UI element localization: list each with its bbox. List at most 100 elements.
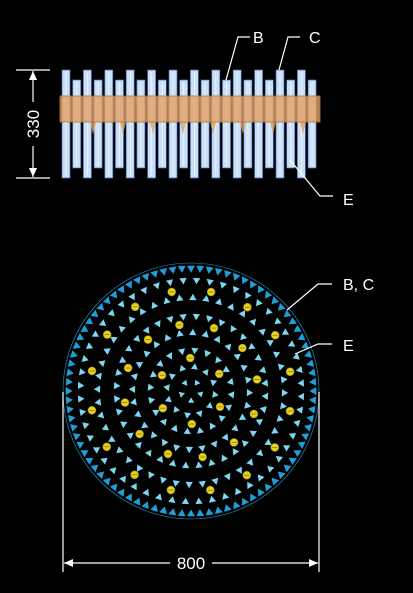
element-triangle (202, 295, 210, 302)
element-triangle (224, 404, 233, 412)
element-triangle (86, 435, 95, 442)
element-triangle (257, 474, 265, 482)
element-triangle (240, 333, 248, 341)
element-triangle (150, 431, 158, 439)
element-triangle (172, 480, 180, 487)
side-view (59, 69, 321, 179)
element-triangle (288, 457, 297, 465)
side-cone (150, 122, 156, 134)
element-triangle (196, 509, 205, 517)
element-triangle (271, 296, 280, 305)
element-triangle (130, 483, 137, 491)
element-triangle (124, 493, 132, 502)
element-triangle (148, 397, 156, 405)
element-triangle (281, 328, 290, 335)
element-triangle (78, 368, 86, 376)
element-triangle (206, 402, 213, 409)
element-triangle (141, 501, 149, 510)
element-triangle (65, 387, 73, 395)
element-triangle (256, 449, 264, 457)
element-triangle (227, 391, 235, 399)
element-triangle (82, 422, 90, 430)
element-triangle (230, 325, 238, 333)
element-triangle (168, 496, 176, 504)
element-triangle (264, 438, 272, 446)
element-triangle (150, 270, 158, 278)
element-triangle (280, 402, 287, 410)
element-triangle (181, 497, 189, 505)
element-triangle (213, 335, 220, 344)
element-triangle (141, 272, 149, 281)
element-triangle (128, 292, 135, 301)
side-cone (90, 122, 96, 134)
element-triangle (176, 330, 184, 337)
element-triangle (306, 359, 314, 367)
element-triangle (95, 372, 102, 380)
element-triangle (264, 483, 273, 492)
callout-c: C (309, 30, 321, 47)
element-triangle (221, 433, 229, 441)
element-triangle (160, 476, 168, 484)
element-triangle (241, 497, 249, 506)
element-triangle (198, 445, 206, 452)
element-triangle (206, 315, 214, 323)
element-triangle (238, 413, 247, 420)
element-triangle (147, 383, 155, 391)
element-triangle (92, 447, 101, 454)
plan-outline (62, 262, 320, 520)
element-triangle (77, 381, 85, 389)
element-triangle (194, 379, 201, 386)
element-triangle (66, 368, 74, 377)
element-triangle (126, 432, 134, 440)
element-triangle (196, 265, 205, 273)
element-triangle (96, 302, 105, 311)
element-triangle (182, 461, 190, 469)
width-dimension (62, 392, 320, 572)
element-triangle (296, 406, 304, 414)
element-triangle (101, 423, 109, 431)
callout-e-plan: E (343, 338, 354, 355)
element-triangle (99, 319, 107, 326)
plan-marks (65, 265, 317, 517)
arrow-left (64, 559, 73, 567)
element-triangle (274, 317, 282, 325)
element-triangle (215, 506, 223, 514)
element-triangle (254, 353, 262, 361)
element-triangle (233, 272, 241, 281)
element-triangle (77, 395, 85, 403)
side-cone (240, 122, 246, 134)
side-cone (270, 122, 276, 134)
element-triangle (224, 270, 232, 278)
element-triangle (177, 509, 186, 517)
element-triangle (109, 290, 118, 299)
element-triangle (179, 277, 187, 285)
element-triangle (128, 316, 136, 324)
element-triangle (70, 350, 78, 358)
element-triangle (169, 373, 176, 380)
element-triangle (267, 465, 275, 473)
element-triangle (304, 350, 312, 358)
element-triangle (170, 424, 178, 433)
element-triangle (308, 368, 316, 377)
side-cone (210, 122, 216, 134)
element-triangle (292, 352, 300, 360)
element-triangle (117, 285, 125, 294)
element-triangle (159, 418, 167, 426)
element-triangle (168, 508, 177, 516)
element-triangle (197, 426, 205, 434)
element-triangle (198, 480, 206, 488)
arrow-right (309, 559, 318, 567)
element-triangle (288, 433, 297, 440)
element-triangle (185, 446, 193, 454)
element-triangle (173, 444, 181, 452)
element-triangle (93, 385, 101, 393)
element-triangle (153, 341, 161, 349)
element-triangle (96, 471, 105, 480)
element-triangle (275, 456, 283, 463)
element-triangle (81, 355, 89, 362)
element-triangle (259, 366, 267, 374)
element-triangle (91, 330, 99, 337)
element-triangle (141, 421, 149, 429)
element-triangle (261, 392, 269, 400)
element-triangle (148, 471, 155, 479)
